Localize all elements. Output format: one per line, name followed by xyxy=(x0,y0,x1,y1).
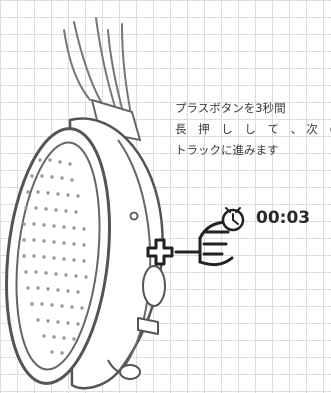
hand-press-icon xyxy=(174,220,234,267)
instruction-text: プラスボタンを3秒間 長 押 し し て 、次 の トラックに進みます xyxy=(175,98,331,161)
plus-icon xyxy=(146,238,174,266)
instruction-line-1: プラスボタンを3秒間 xyxy=(175,101,286,115)
clock-icon xyxy=(221,207,245,232)
headband-icon xyxy=(63,17,133,121)
ear-cushion-icon xyxy=(5,127,111,385)
instruction-line-3: トラックに進みます xyxy=(175,143,279,157)
timer-readout: 00:03 xyxy=(256,208,311,228)
instruction-line-2: 長 押 し し て 、次 の xyxy=(175,122,331,136)
